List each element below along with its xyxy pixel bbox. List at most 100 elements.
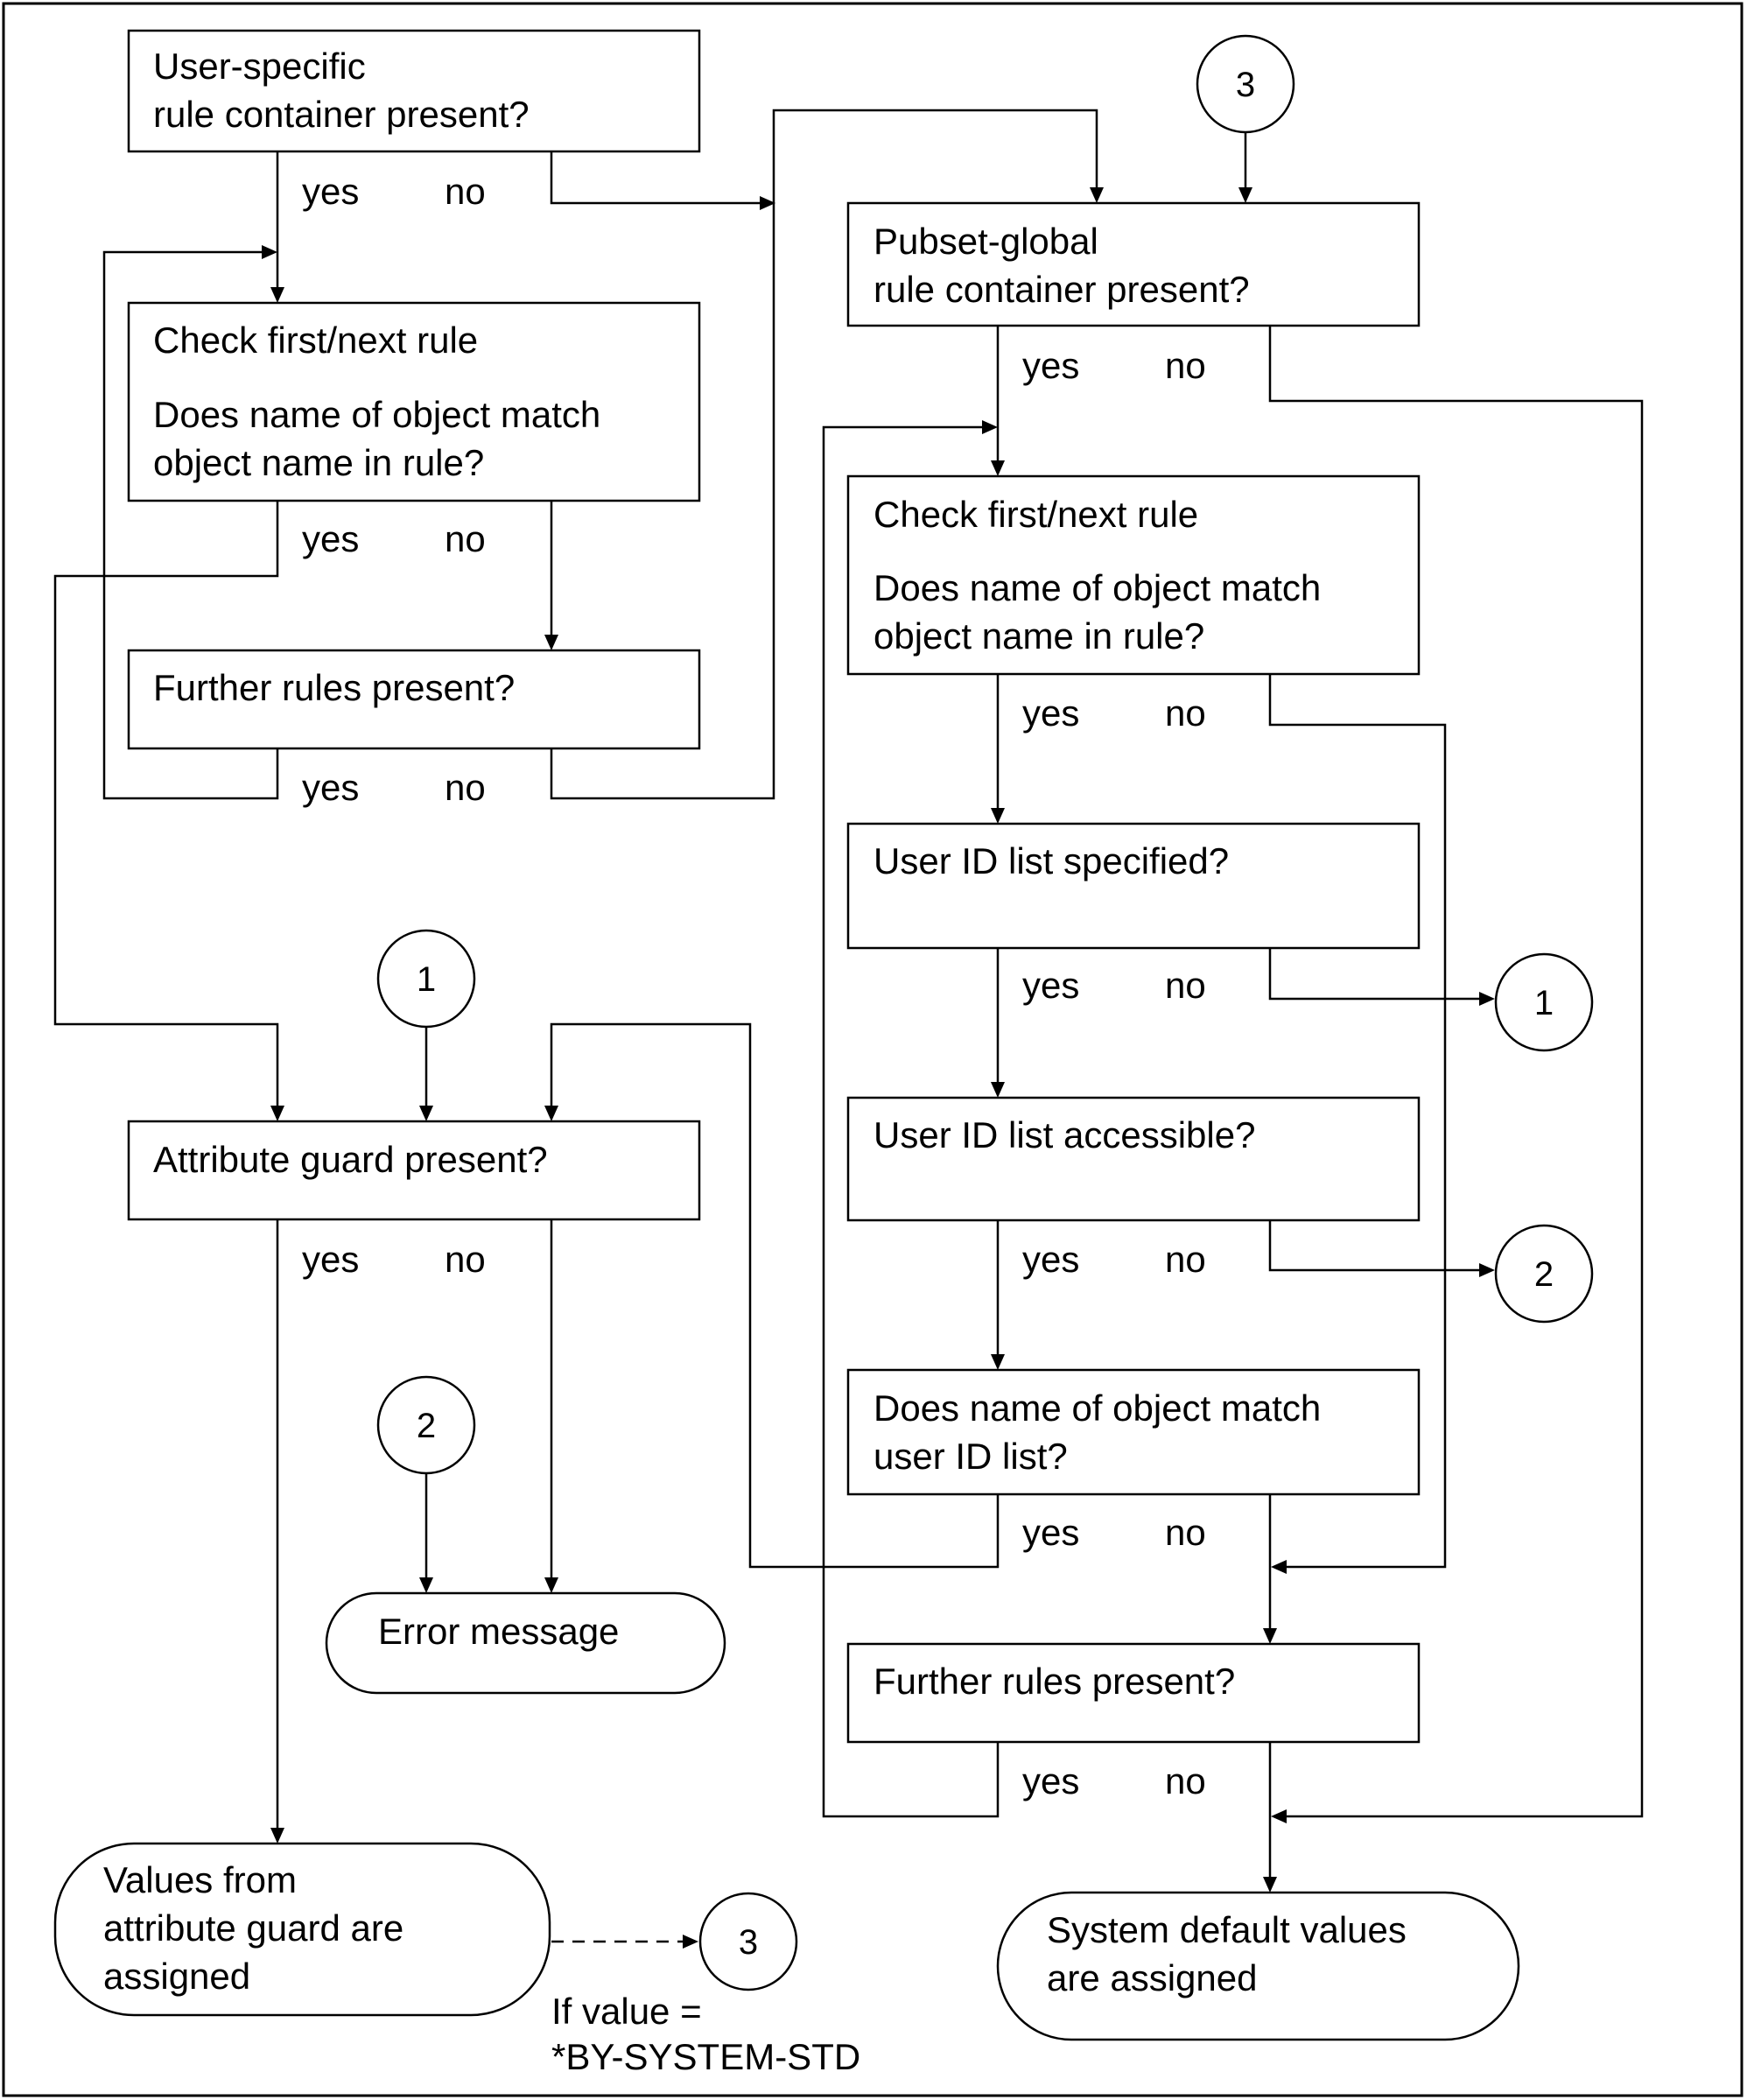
- arrowhead: [544, 635, 558, 650]
- terminator-error-message: [325, 1591, 726, 1695]
- no-label: no: [1165, 965, 1206, 1006]
- arrowhead: [544, 1106, 558, 1121]
- arrowhead: [1479, 1263, 1495, 1277]
- edge-pubset-no: [1268, 326, 1644, 1818]
- arrowhead: [270, 1828, 284, 1844]
- box-user-container-text: User-specific rule container present?: [153, 46, 530, 135]
- userid-accessible-text: User ID list accessible?: [874, 1114, 1255, 1155]
- box-userid-accessible: [846, 1096, 1421, 1222]
- connector-1-right-label: 1: [1534, 984, 1554, 1022]
- arrowhead: [982, 420, 998, 434]
- yes-label: yes: [302, 171, 359, 212]
- arrowhead: [991, 1354, 1005, 1370]
- user-container-line2: rule container present?: [153, 94, 530, 135]
- further-rules-left-text: Further rules present?: [153, 667, 515, 708]
- no-label: no: [445, 1239, 486, 1280]
- no-label: no: [445, 518, 486, 559]
- box-user-container: [127, 29, 701, 153]
- check-rule-right-line3: object name in rule?: [874, 615, 1204, 657]
- yes-label: yes: [1022, 965, 1079, 1006]
- match-userid-text: Does name of object match user ID list?: [874, 1387, 1331, 1477]
- pubset-container-line1: Pubset-global: [874, 221, 1098, 262]
- check-rule-right-line2: Does name of object match: [874, 567, 1321, 608]
- attribute-guard-text: Attribute guard present?: [153, 1139, 548, 1180]
- yes-label: yes: [1022, 1239, 1079, 1280]
- check-rule-left-line3: object name in rule?: [153, 442, 484, 483]
- system-default-text: System default values are assigned: [1047, 1909, 1417, 1998]
- connector-2-right: [1494, 1224, 1594, 1324]
- no-label: no: [1165, 1239, 1206, 1280]
- connector-1-left-label: 1: [417, 960, 436, 999]
- pubset-container-line2: rule container present?: [874, 269, 1250, 310]
- arrowhead: [991, 808, 1005, 824]
- system-default-line2: are assigned: [1047, 1957, 1258, 1998]
- box-pubset-container: [846, 201, 1421, 327]
- arrowhead: [1271, 1560, 1287, 1574]
- no-label: no: [1165, 1760, 1206, 1802]
- yes-label: yes: [1022, 692, 1079, 734]
- edge-check-left-yes: [53, 501, 279, 1106]
- yes-label: yes: [302, 1239, 359, 1280]
- yes-label: yes: [302, 518, 359, 559]
- yes-label: yes: [302, 767, 359, 808]
- note-line2: *BY-SYSTEM-STD: [551, 2036, 860, 2077]
- box-attribute-guard: [127, 1120, 701, 1221]
- connector-2-right-label: 2: [1534, 1255, 1554, 1294]
- arrowhead: [1271, 1809, 1287, 1823]
- check-rule-left-line1: Check first/next rule: [153, 320, 478, 361]
- arrowhead: [544, 1577, 558, 1593]
- connector-3-top-label: 3: [1236, 66, 1255, 104]
- values-assigned-line2: attribute guard are: [103, 1907, 403, 1949]
- edge-further-left-yes: [102, 250, 279, 800]
- arrowhead: [991, 460, 1005, 476]
- connector-3-bottom: [698, 1892, 798, 1991]
- check-rule-right-line1: Check first/next rule: [874, 494, 1198, 535]
- yes-label: yes: [1022, 345, 1079, 386]
- connector-1-right: [1494, 952, 1594, 1052]
- edge-user-no: [550, 151, 760, 205]
- edge-match-userid-yes: [550, 1022, 1000, 1569]
- box-userid-specified: [846, 822, 1421, 950]
- userid-specified-text: User ID list specified?: [874, 840, 1229, 881]
- no-label: no: [1165, 1512, 1206, 1553]
- connector-2-left-label: 2: [417, 1407, 436, 1445]
- arrowhead: [1263, 1628, 1277, 1644]
- error-message-text: Error message: [378, 1611, 619, 1652]
- box-check-rule-left: [127, 301, 701, 502]
- box-further-rules-left: [127, 649, 701, 750]
- no-label: no: [1165, 692, 1206, 734]
- no-label: no: [1165, 345, 1206, 386]
- values-assigned-text: Values from attribute guard are assigned: [103, 1859, 414, 1997]
- further-rules-right-text: Further rules present?: [874, 1661, 1235, 1702]
- box-check-rule-right: [846, 474, 1421, 676]
- match-userid-line1: Does name of object match: [874, 1387, 1321, 1429]
- arrowhead: [1238, 187, 1252, 203]
- arrowhead: [1090, 187, 1104, 203]
- check-rule-left-line2: Does name of object match: [153, 394, 600, 435]
- edge-further-left-no: [550, 109, 1098, 800]
- match-userid-line2: user ID list?: [874, 1436, 1068, 1477]
- yes-label: yes: [1022, 1760, 1079, 1802]
- arrowhead: [419, 1106, 433, 1121]
- arrowhead: [683, 1935, 698, 1949]
- box-pubset-container-text: Pubset-global rule container present?: [874, 221, 1250, 310]
- box-match-userid: [846, 1368, 1421, 1496]
- terminator-values-assigned: [53, 1842, 551, 2017]
- no-label: no: [445, 767, 486, 808]
- user-container-line1: User-specific: [153, 46, 366, 87]
- values-assigned-line1: Values from: [103, 1859, 297, 1900]
- arrowhead: [991, 1082, 1005, 1098]
- arrowhead: [1263, 1877, 1277, 1893]
- arrowhead: [262, 245, 277, 259]
- note-line1: If value =: [551, 1991, 702, 2032]
- connector-3-bottom-label: 3: [739, 1923, 758, 1962]
- no-label: no: [445, 171, 486, 212]
- arrowhead: [270, 1106, 284, 1121]
- yes-label: yes: [1022, 1512, 1079, 1553]
- edge-userid-specified-no: [1268, 948, 1479, 1001]
- edge-further-right-yes: [822, 425, 1000, 1818]
- arrowhead: [1479, 992, 1495, 1006]
- values-assigned-line3: assigned: [103, 1956, 250, 1997]
